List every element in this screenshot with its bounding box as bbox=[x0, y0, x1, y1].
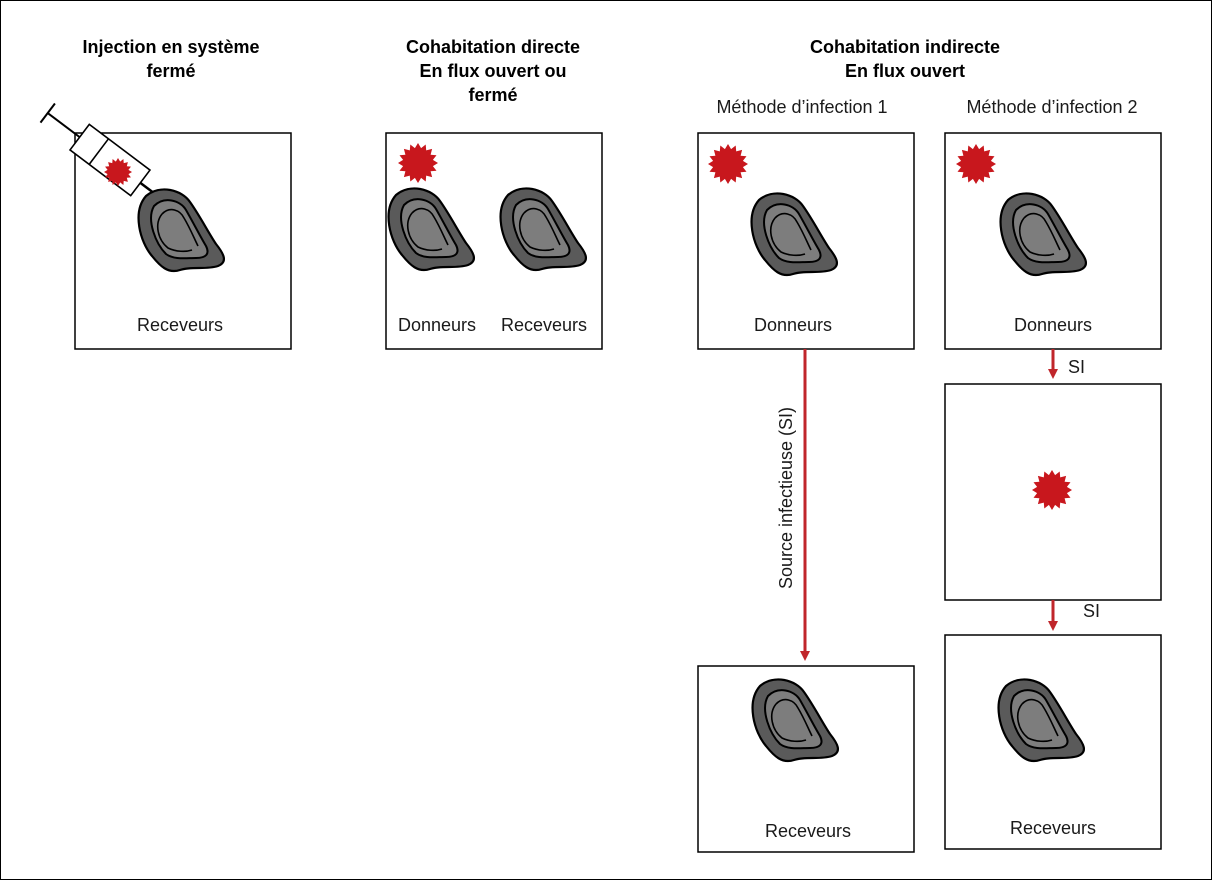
pathogen-icon bbox=[708, 144, 748, 184]
method2-label: Méthode d’infection 2 bbox=[966, 97, 1137, 117]
pathogen-icon bbox=[398, 143, 438, 183]
direct-title-line1: Cohabitation directe bbox=[406, 37, 580, 57]
method1-receivers-label: Receveurs bbox=[765, 821, 851, 841]
direct-title-line3: fermé bbox=[468, 85, 517, 105]
method1-label: Méthode d’infection 1 bbox=[716, 97, 887, 117]
injection-title-line2: fermé bbox=[146, 61, 195, 81]
method1-donors-label: Donneurs bbox=[754, 315, 832, 335]
injection-title-line1: Injection en système bbox=[82, 37, 259, 57]
pathogen-icon bbox=[1032, 470, 1072, 510]
injection-receivers-label: Receveurs bbox=[137, 315, 223, 335]
method2-donors-label: Donneurs bbox=[1014, 315, 1092, 335]
direct-title-line2: En flux ouvert ou bbox=[419, 61, 566, 81]
indirect-title-line1: Cohabitation indirecte bbox=[810, 37, 1000, 57]
method1-arrow-label: Source infectieuse (SI) bbox=[776, 407, 796, 589]
pathogen-icon bbox=[104, 158, 132, 186]
method2-arrow2-label: SI bbox=[1083, 601, 1100, 621]
method2-arrow1-label: SI bbox=[1068, 357, 1085, 377]
indirect-title-line2: En flux ouvert bbox=[845, 61, 965, 81]
syringe-icon bbox=[39, 102, 158, 197]
pathogen-icon bbox=[956, 144, 996, 184]
direct-donors-label: Donneurs bbox=[398, 315, 476, 335]
method2-receivers-label: Receveurs bbox=[1010, 818, 1096, 838]
direct-receivers-label: Receveurs bbox=[501, 315, 587, 335]
